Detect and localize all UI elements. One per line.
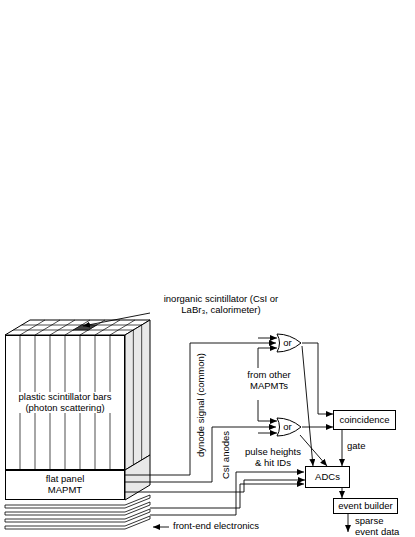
bar-edge — [35, 320, 60, 335]
signal-wire — [125, 480, 305, 492]
note-label: from other MAPMTs — [238, 370, 300, 392]
signal-name: CsI anodes — [221, 430, 232, 480]
hit-wire — [150, 484, 304, 508]
bar-edge — [110, 320, 135, 335]
input-arrow — [258, 338, 277, 339]
bar-edge — [141, 325, 142, 460]
callout-label: inorganic scintillator (CsI or LaBr₃, ca… — [150, 294, 292, 316]
signal-wire — [302, 427, 333, 428]
or-gate-outline — [277, 334, 301, 352]
node-text: event builder — [338, 501, 392, 512]
electronics-plate — [5, 502, 150, 515]
bar-edge — [50, 320, 75, 335]
electronics-plate — [5, 516, 150, 529]
node-text: or — [283, 338, 291, 349]
signal-wire — [302, 343, 333, 414]
or-gate: or — [276, 417, 302, 437]
coincidence-box: coincidence — [333, 410, 396, 430]
adc-box: ADCs — [305, 466, 350, 488]
output-arrow — [348, 514, 349, 532]
signal-wire — [342, 488, 343, 498]
signal-wire — [342, 430, 343, 466]
input-wire — [258, 400, 259, 421]
leader-line — [153, 527, 169, 528]
signal-name: gate — [346, 441, 367, 452]
electronics-plate — [5, 509, 150, 522]
event-builder-box: event builder — [333, 498, 398, 514]
node-text: ADCs — [315, 472, 340, 483]
or-gate: or — [276, 333, 302, 353]
block-side — [125, 320, 150, 470]
input-arrow — [258, 421, 277, 422]
mapmt-side — [125, 455, 150, 500]
scintillator-bars: plastic scintillator bars (photon scatte… — [5, 335, 125, 470]
output-label: sparse event data — [354, 516, 406, 537]
bar-edge — [133, 330, 134, 465]
input-arrow — [258, 348, 277, 349]
node-text: plastic scintillator bars (photon scatte… — [8, 392, 122, 414]
input-arrow — [258, 433, 277, 434]
input-wire — [258, 348, 259, 368]
node-text: coincidence — [339, 415, 389, 426]
scintillator-block — [5, 320, 150, 500]
or-gate-outline — [277, 418, 301, 436]
leader-line — [83, 313, 150, 326]
signal-name: pulse heights & hit IDs — [243, 447, 303, 469]
node-text: or — [283, 422, 291, 433]
bar-edge — [20, 320, 45, 335]
part-name: front-end electronics — [172, 521, 260, 532]
mapmt-panel: flat panel MAPMT — [5, 470, 125, 500]
signal-wire — [300, 435, 327, 466]
bar-edge — [95, 320, 120, 335]
electronics-plates — [5, 495, 150, 529]
signal-name: dynode signal (common) — [196, 352, 207, 458]
node-text: flat panel MAPMT — [35, 474, 95, 496]
